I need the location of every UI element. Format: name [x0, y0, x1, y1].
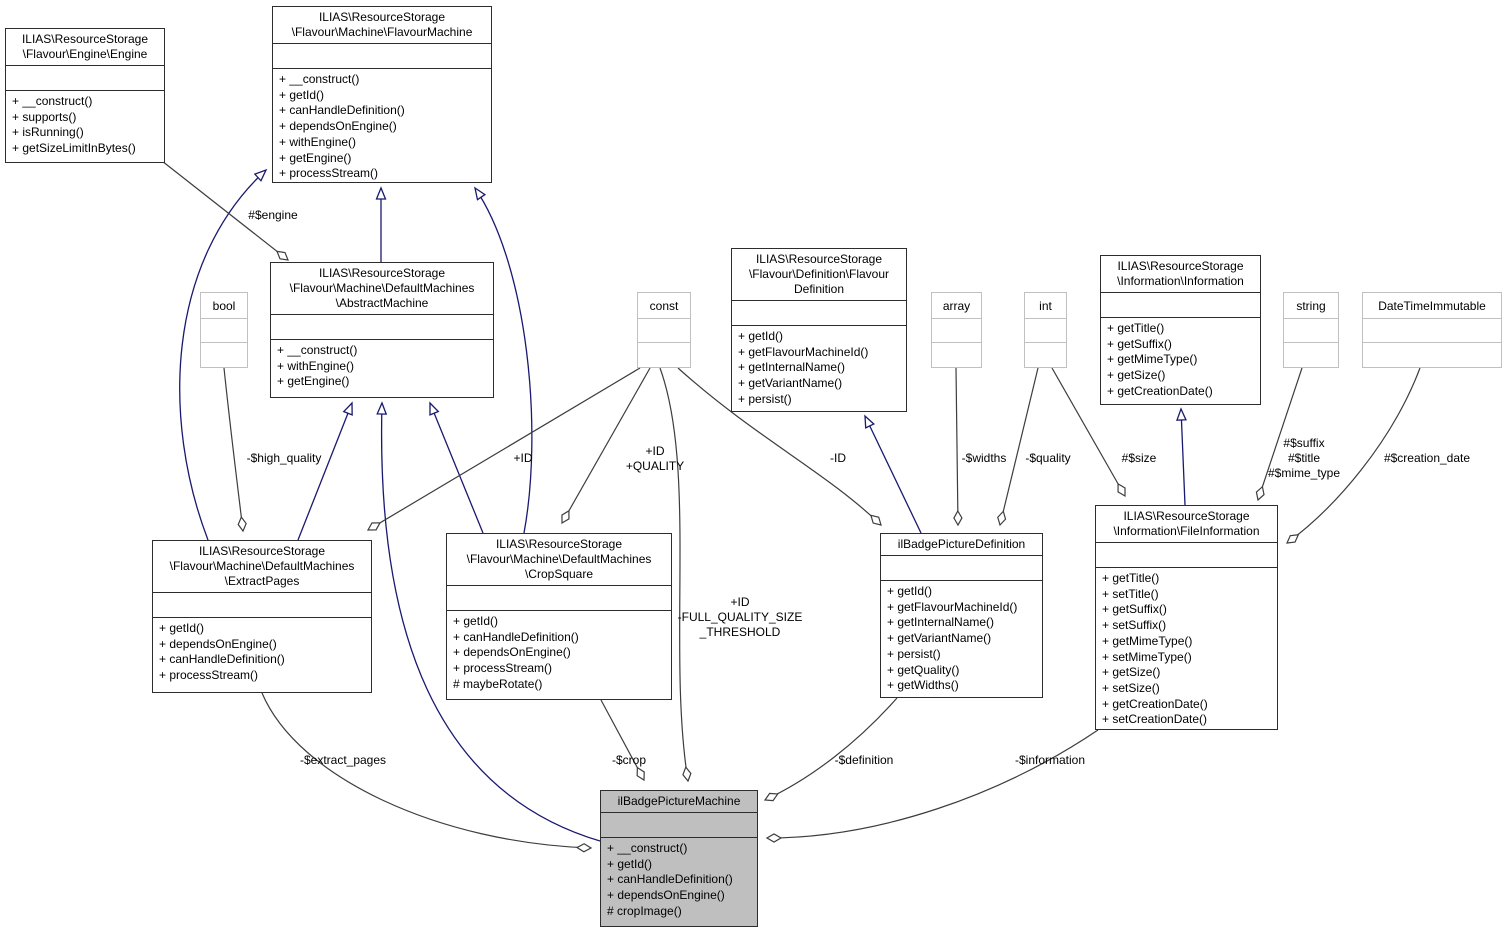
type-cell-empty: [932, 319, 981, 343]
type-title: int: [1025, 293, 1066, 319]
edge-aggregation-cropsquare-to-badgepicturemachine: [600, 699, 645, 782]
class-title: ILIAS\ResourceStorage \Flavour\Machine\F…: [273, 7, 491, 44]
class-attributes-empty: [1096, 543, 1277, 568]
class-methods: + getTitle() + setTitle() + getSuffix() …: [1102, 571, 1208, 727]
class-node-flavour-definition[interactable]: ILIAS\ResourceStorage \Flavour\Definitio…: [731, 248, 907, 412]
edge-inheritance-fileinformation-to-information: [1176, 407, 1187, 506]
type-node-bool: bool: [200, 292, 248, 368]
class-methods: + getId() + getFlavourMachineId() + getI…: [887, 584, 1018, 693]
class-title: ILIAS\ResourceStorage \Flavour\Machine\D…: [271, 263, 493, 315]
type-cell-empty: [201, 319, 247, 343]
class-attributes-empty: [601, 813, 757, 838]
class-methods: + __construct() + supports() + isRunning…: [12, 94, 136, 156]
class-methods: + __construct() + getId() + canHandleDef…: [607, 841, 733, 918]
type-title: array: [932, 293, 981, 319]
class-attributes-empty: [6, 66, 164, 91]
edge-inheritance-extractpages-to-flavourmachine: [179, 168, 268, 541]
type-node-string: string: [1283, 292, 1339, 368]
class-attributes-empty: [273, 44, 491, 69]
class-node-badge-picture-definition[interactable]: ilBadgePictureDefinition + getId() + get…: [880, 533, 1043, 698]
type-cell-empty: [638, 319, 690, 343]
class-attributes-empty: [271, 315, 493, 340]
class-title: ilBadgePictureMachine: [601, 791, 757, 813]
edge-aggregation-string-to-fileinformation: [1255, 367, 1303, 502]
class-node-badge-picture-machine-current: ilBadgePictureMachine + __construct() + …: [600, 790, 758, 927]
edge-aggregation-engine-to-abstractmachine: [161, 160, 289, 261]
class-attributes-empty: [1101, 293, 1260, 318]
type-node-const: const: [637, 292, 691, 368]
edge-aggregation-fileinformation-to-badgepicturemachine: [765, 729, 1099, 843]
class-node-information[interactable]: ILIAS\ResourceStorage \Information\Infor…: [1100, 255, 1261, 405]
type-node-array: array: [931, 292, 982, 368]
edge-aggregation-datetimeimmutable-to-fileinformation: [1286, 367, 1421, 544]
class-attributes-empty: [732, 301, 906, 326]
edge-aggregation-int-to-fileinformation: [1051, 367, 1126, 498]
edge-inheritance-extractpages-to-abstractmachine: [297, 401, 353, 541]
edge-inheritance-cropsquare-to-abstractmachine: [429, 401, 484, 534]
edge-aggregation-badgepicturedefinition-to-badgepicturemachine: [763, 697, 898, 802]
type-cell-empty: [638, 343, 690, 367]
edge-inheritance-badgepicturemachine-to-abstractmachine: [376, 401, 601, 842]
edge-inheritance-badgepicturedefinition-to-flavourdefinition: [864, 414, 922, 534]
class-methods: + getId() + dependsOnEngine() + canHandl…: [159, 621, 285, 683]
type-cell-empty: [1025, 343, 1066, 367]
class-node-flavour-machine[interactable]: ILIAS\ResourceStorage \Flavour\Machine\F…: [272, 6, 492, 183]
type-title: bool: [201, 293, 247, 319]
type-cell-empty: [1363, 343, 1501, 367]
class-methods: + getId() + canHandleDefinition() + depe…: [453, 614, 579, 691]
class-title: ilBadgePictureDefinition: [881, 534, 1042, 556]
type-node-datetimeimmutable: DateTimeImmutable: [1362, 292, 1502, 368]
class-node-crop-square[interactable]: ILIAS\ResourceStorage \Flavour\Machine\D…: [446, 533, 672, 700]
type-cell-empty: [1284, 343, 1338, 367]
type-cell-empty: [1363, 319, 1501, 343]
class-methods: + getId() + getFlavourMachineId() + getI…: [738, 329, 869, 406]
class-attributes-empty: [881, 556, 1042, 581]
type-cell-empty: [1025, 319, 1066, 343]
type-cell-empty: [932, 343, 981, 367]
class-node-abstract-machine[interactable]: ILIAS\ResourceStorage \Flavour\Machine\D…: [270, 262, 494, 398]
type-title: const: [638, 293, 690, 319]
edge-inheritance-cropsquare-to-flavourmachine: [474, 186, 533, 534]
class-node-file-information[interactable]: ILIAS\ResourceStorage \Information\FileI…: [1095, 505, 1278, 730]
class-title: ILIAS\ResourceStorage \Flavour\Engine\En…: [6, 29, 164, 66]
type-cell-empty: [1284, 319, 1338, 343]
class-title: ILIAS\ResourceStorage \Flavour\Machine\D…: [153, 541, 371, 593]
edge-aggregation-const-to-badgepicturedefinition: [677, 367, 882, 526]
type-title: string: [1284, 293, 1338, 319]
class-attributes-empty: [447, 586, 671, 611]
class-methods: + __construct() + getId() + canHandleDef…: [279, 72, 405, 181]
edge-aggregation-int-to-badgepicturedefinition: [997, 367, 1039, 527]
type-cell-empty: [201, 343, 247, 367]
class-node-extract-pages[interactable]: ILIAS\ResourceStorage \Flavour\Machine\D…: [152, 540, 372, 693]
edge-aggregation-const-to-badgepicturemachine: [659, 367, 692, 783]
class-title: ILIAS\ResourceStorage \Information\Infor…: [1101, 256, 1260, 293]
edge-aggregation-extractpages-to-badgepicturemachine: [261, 692, 593, 853]
edge-aggregation-bool-to-extractpages: [223, 367, 247, 533]
class-methods: + getTitle() + getSuffix() + getMimeType…: [1107, 321, 1213, 398]
class-title: ILIAS\ResourceStorage \Information\FileI…: [1096, 506, 1277, 543]
class-title: ILIAS\ResourceStorage \Flavour\Machine\D…: [447, 534, 671, 586]
class-title: ILIAS\ResourceStorage \Flavour\Definitio…: [732, 249, 906, 301]
class-attributes-empty: [153, 593, 371, 618]
type-node-int: int: [1024, 292, 1067, 368]
edge-aggregation-const-to-extractpages: [366, 367, 641, 531]
type-title: DateTimeImmutable: [1363, 293, 1501, 319]
edge-aggregation-array-to-badgepicturedefinition: [953, 367, 963, 527]
edge-aggregation-const-to-cropsquare: [561, 367, 651, 525]
class-node-engine[interactable]: ILIAS\ResourceStorage \Flavour\Engine\En…: [5, 28, 165, 163]
class-methods: + __construct() + withEngine() + getEngi…: [277, 343, 358, 389]
